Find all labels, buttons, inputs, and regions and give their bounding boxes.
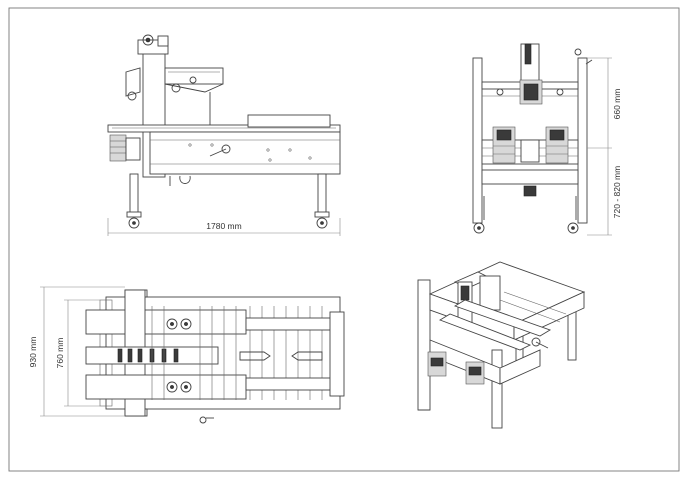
top-view-width-dimensions: 930 mm 760 mm <box>28 286 125 417</box>
front-view-height-dimensions: 660 mm 720 - 820 mm <box>587 57 622 236</box>
side-view-table <box>107 114 341 186</box>
isometric-view <box>417 261 586 429</box>
drawing-frame <box>8 7 680 472</box>
front-view-top-head <box>496 43 593 105</box>
side-view: 1780 mm <box>107 34 341 236</box>
front-view: 660 mm 720 - 820 mm <box>472 43 622 236</box>
side-view-length-label: 1780 mm <box>206 221 241 231</box>
side-view-length-dimension: 1780 mm <box>107 218 341 236</box>
top-view-lower-belt <box>85 374 247 400</box>
side-view-legs <box>126 173 330 229</box>
side-view-top-head <box>125 34 224 178</box>
top-view-outer-width-label: 930 mm <box>28 337 38 368</box>
top-view-inner-width-label: 760 mm <box>55 338 65 369</box>
side-view-motor <box>109 134 141 162</box>
front-view-motors <box>492 126 569 164</box>
front-view-lower-height-label: 720 - 820 mm <box>612 166 622 218</box>
front-view-upper-height-label: 660 mm <box>612 89 622 120</box>
top-view: 930 mm 760 mm <box>28 286 345 424</box>
